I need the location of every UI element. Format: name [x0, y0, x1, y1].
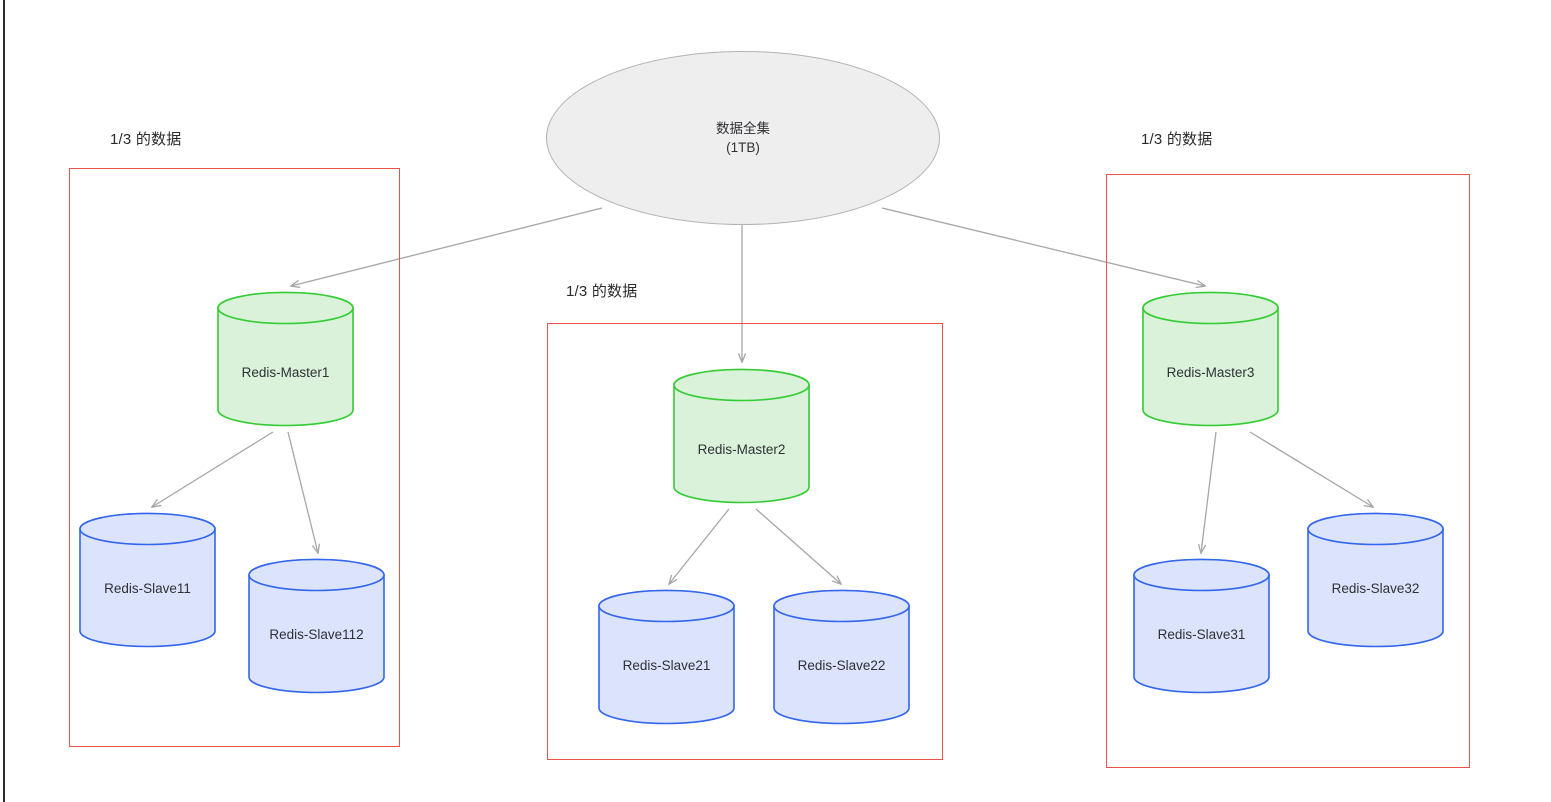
- cylinder-shape-slave: [1307, 512, 1444, 648]
- arrow-master-3-to-slave-31: [1201, 431, 1217, 553]
- node-redis-slave-31[interactable]: Redis-Slave31: [1132, 557, 1271, 695]
- node-redis-slave-21[interactable]: Redis-Slave21: [597, 588, 736, 726]
- cylinder-shape-slave: [598, 589, 735, 725]
- arrow-master-1-to-slave-112: [287, 431, 318, 553]
- cylinder-shape-slave: [79, 512, 216, 648]
- arrow-master-2-to-slave-21: [669, 508, 730, 584]
- arrow-source-to-master-1: [291, 207, 603, 286]
- cylinder-shape-master: [217, 291, 354, 427]
- cylinder-shape-master: [673, 368, 810, 504]
- group-box-shard-1: [69, 168, 400, 747]
- cylinder-shape-slave: [1133, 558, 1270, 694]
- node-redis-slave-11[interactable]: Redis-Slave11: [78, 511, 217, 649]
- node-redis-master-2[interactable]: Redis-Master2: [672, 367, 811, 505]
- node-redis-slave-112[interactable]: Redis-Slave112: [247, 557, 386, 695]
- cylinder-shape-master: [1142, 291, 1279, 427]
- node-redis-master-3[interactable]: Redis-Master3: [1141, 290, 1280, 428]
- group-box-shard-3: [1106, 174, 1470, 768]
- node-redis-master-1[interactable]: Redis-Master1: [216, 290, 355, 428]
- group-label-shard-2: 1/3 的数据: [566, 283, 638, 300]
- cylinder-shape-slave: [248, 558, 385, 694]
- node-redis-slave-22[interactable]: Redis-Slave22: [772, 588, 911, 726]
- arrow-source-to-master-3: [881, 207, 1205, 286]
- arrow-master-1-to-slave-11: [152, 431, 274, 507]
- group-label-shard-1: 1/3 的数据: [110, 131, 182, 148]
- arrow-master-2-to-slave-22: [755, 508, 841, 584]
- node-data-source-ellipse[interactable]: 数据全集 (1TB): [546, 51, 940, 225]
- group-label-shard-3: 1/3 的数据: [1141, 131, 1213, 148]
- source-title: 数据全集: [716, 121, 770, 136]
- cylinder-shape-slave: [773, 589, 910, 725]
- node-redis-slave-32[interactable]: Redis-Slave32: [1306, 511, 1445, 649]
- group-box-shard-2: [547, 323, 943, 760]
- source-subtitle: (1TB): [726, 140, 760, 155]
- arrow-master-3-to-slave-32: [1249, 431, 1373, 507]
- canvas-left-edge-rail: [3, 0, 5, 802]
